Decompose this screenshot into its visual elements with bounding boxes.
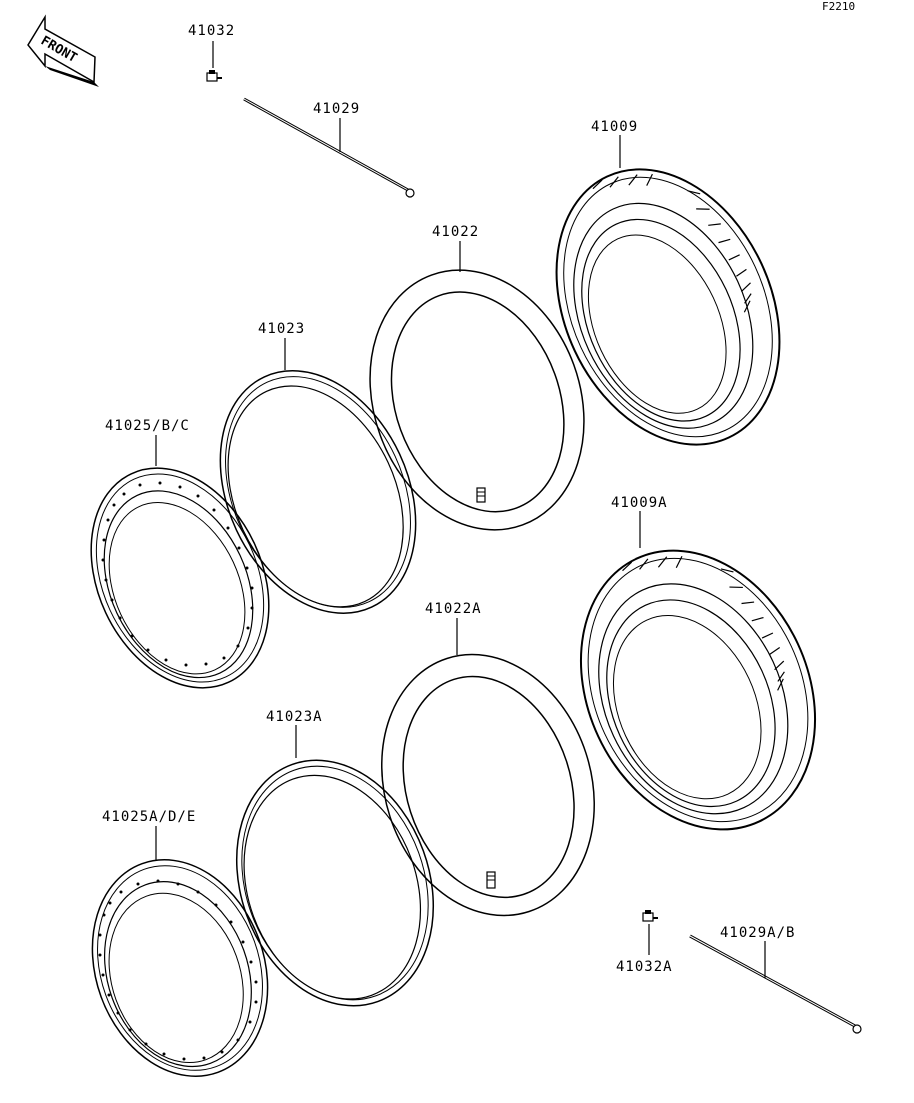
front-arrow-icon: FRONT	[27, 14, 99, 87]
inner-tube-41022A[interactable]	[349, 627, 627, 944]
figure-code: F2210	[822, 0, 855, 13]
label-41009[interactable]: 41009	[591, 119, 638, 135]
tire-41009[interactable]	[514, 133, 822, 481]
spoke-41029A[interactable]	[689, 934, 862, 1034]
rim-band-41023[interactable]	[183, 339, 453, 645]
label-41032A[interactable]: 41032A	[616, 959, 673, 975]
label-41009A[interactable]: 41009A	[611, 495, 668, 511]
label-41029A[interactable]: 41029A/B	[720, 925, 795, 941]
rim-41025[interactable]	[57, 439, 303, 717]
label-41022A[interactable]: 41022A	[425, 601, 482, 617]
label-41025[interactable]: 41025/B/C	[105, 418, 190, 434]
label-41022[interactable]: 41022	[432, 224, 479, 240]
label-41023A[interactable]: 41023A	[266, 709, 323, 725]
rim-41025A[interactable]	[63, 835, 297, 1101]
inner-tube-41022[interactable]	[335, 240, 620, 560]
valve-stem-icon	[476, 487, 486, 503]
label-41025A[interactable]: 41025A/D/E	[102, 809, 196, 825]
label-41029[interactable]: 41029	[313, 101, 360, 117]
valve-stem-icon	[486, 871, 496, 889]
valve-cap-41032[interactable]	[206, 70, 222, 82]
rim-spoke-holes-icon	[98, 879, 258, 1061]
spoke-41029[interactable]	[243, 97, 415, 198]
label-41032[interactable]: 41032	[188, 23, 235, 39]
rim-spoke-holes-icon	[101, 481, 254, 667]
rim-band-41023A[interactable]	[204, 732, 467, 1033]
label-41023[interactable]: 41023	[258, 321, 305, 337]
tire-41009A[interactable]	[537, 512, 859, 868]
valve-cap-41032A[interactable]	[642, 910, 658, 922]
